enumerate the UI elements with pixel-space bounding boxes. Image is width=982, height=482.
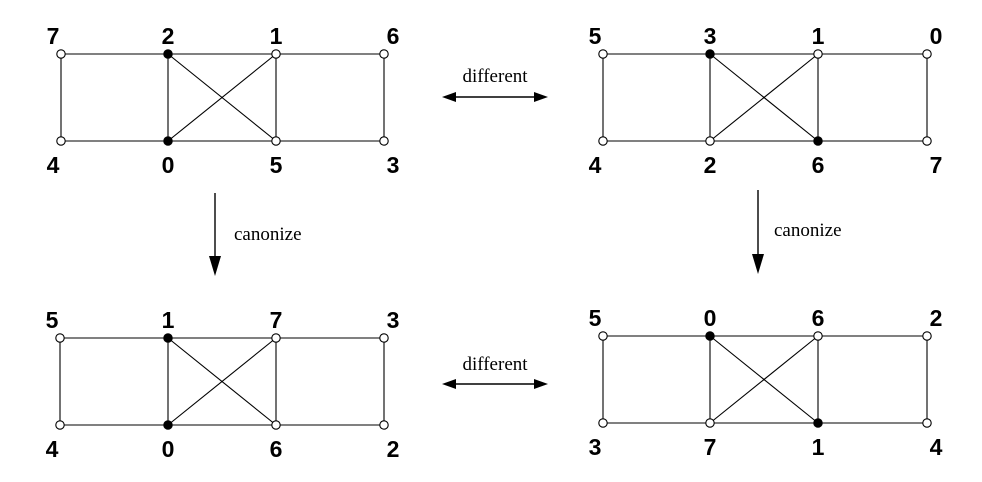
vertex-label: 0 [162,152,175,178]
open-vertex [379,333,389,343]
open-vertex [922,136,932,146]
filled-vertex [705,49,715,59]
open-vertex [705,418,715,428]
vertex-label: 2 [930,305,943,331]
open-vertex [598,49,608,59]
vertex-label: 6 [812,152,825,178]
open-vertex [598,136,608,146]
filled-vertex [163,420,173,430]
vertex-label: 5 [46,307,59,333]
open-vertex [813,331,823,341]
open-vertex [271,420,281,430]
open-vertex [271,49,281,59]
vertex-label: 3 [704,23,717,49]
filled-vertex [813,136,823,146]
vertex-label: 7 [47,23,60,49]
canonize-arrow-left: canonize [209,193,302,276]
canonize-arrow-right: canonize [752,190,842,274]
vertex-label: 3 [387,307,400,333]
open-vertex [271,136,281,146]
filled-vertex [163,49,173,59]
vertex-label: 1 [162,307,175,333]
filled-vertex [813,418,823,428]
vertex-label: 2 [704,152,717,178]
filled-vertex [163,136,173,146]
canonize-arrow-right-head [752,254,764,274]
graph-top-right: 5 3 1 0 4 2 6 7 [589,23,943,178]
vertex-label: 7 [270,307,283,333]
open-vertex [705,136,715,146]
open-vertex [55,420,65,430]
vertex-label: 5 [589,305,602,331]
different-arrow-bottom-left-head [442,379,456,389]
vertex-label: 2 [162,23,175,49]
graphs-layer: 7 2 1 6 4 0 5 3 5 3 1 0 4 2 6 7 5 1 7 3 4 0 6 2 5 0 6 2 3 7 1 4 [46,23,943,462]
vertex-label: 6 [812,305,825,331]
canonize-label-right: canonize [774,220,842,241]
different-arrow-bottom: different [442,354,548,389]
different-arrow-bottom-right-head [534,379,548,389]
open-vertex [598,418,608,428]
open-vertex [813,49,823,59]
canonize-label-left: canonize [234,224,302,245]
open-vertex [379,420,389,430]
vertex-label: 3 [589,434,602,460]
vertex-label: 1 [270,23,283,49]
open-vertex [55,333,65,343]
vertex-label: 4 [46,436,59,462]
open-vertex [922,49,932,59]
vertex-label: 5 [270,152,283,178]
vertex-label: 7 [704,434,717,460]
filled-vertex [705,331,715,341]
vertex-label: 1 [812,23,825,49]
different-arrow-top: different [442,66,548,102]
graph-bottom-left: 5 1 7 3 4 0 6 2 [46,307,400,462]
open-vertex [56,136,66,146]
open-vertex [379,49,389,59]
graph-edge [167,337,277,426]
vertex-label: 4 [589,152,602,178]
vertex-label: 7 [930,152,943,178]
open-vertex [56,49,66,59]
open-vertex [922,331,932,341]
canonize-arrow-left-head [209,256,221,276]
filled-vertex [163,333,173,343]
open-vertex [271,333,281,343]
vertex-label: 1 [812,434,825,460]
graph-bottom-right: 5 0 6 2 3 7 1 4 [589,305,943,460]
vertex-label: 0 [162,436,175,462]
vertex-label: 6 [270,436,283,462]
vertex-label: 0 [930,23,943,49]
open-vertex [922,418,932,428]
vertex-label: 6 [387,23,400,49]
graph-top-left: 7 2 1 6 4 0 5 3 [47,23,400,178]
open-vertex [379,136,389,146]
vertex-label: 4 [930,434,943,460]
different-arrow-top-right-head [534,92,548,102]
graph-edge [167,53,277,142]
vertex-label: 3 [387,152,400,178]
different-label-top: different [462,66,528,87]
open-vertex [598,331,608,341]
different-arrow-top-left-head [442,92,456,102]
graph-edge [709,53,819,142]
vertex-label: 4 [47,152,60,178]
vertex-label: 2 [387,436,400,462]
graph-edge [709,335,819,424]
different-label-bottom: different [462,354,528,375]
vertex-label: 5 [589,23,602,49]
vertex-label: 0 [704,305,717,331]
